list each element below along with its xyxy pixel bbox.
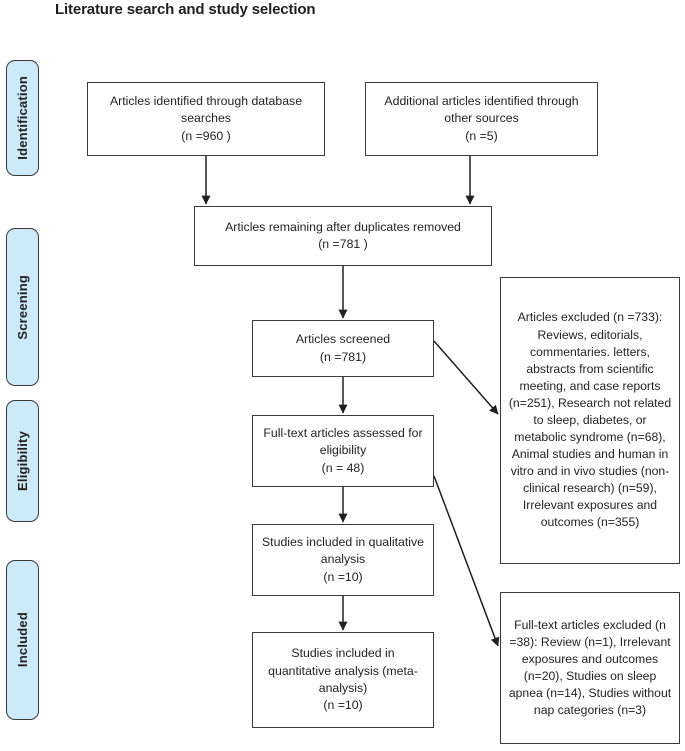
stage-tab-included: Included — [6, 560, 39, 720]
stage-tab-label: Included — [15, 612, 30, 668]
stage-tab-screening: Screening — [6, 228, 39, 386]
box-articles-excluded: Articles excluded (n =733): Reviews, edi… — [500, 277, 680, 564]
box-other-sources-text: Additional articles identified through o… — [384, 93, 579, 143]
stage-tab-label: Screening — [15, 274, 30, 340]
box-database-searches-text: Articles identified through database sea… — [109, 93, 303, 143]
box-fulltext-assessed: Full-text articles assessed for eligibil… — [252, 415, 434, 487]
page-title: Literature search and study selection — [55, 1, 316, 18]
box-duplicates-removed: Articles remaining after duplicates remo… — [194, 206, 492, 266]
stage-tab-label: Eligibility — [15, 431, 30, 491]
box-fulltext-excluded: Full-text articles excluded (n =38): Rev… — [500, 592, 680, 744]
stage-tab-identification: Identification — [6, 60, 39, 176]
box-qualitative-analysis-text: Studies included in qualitative analysis… — [261, 534, 424, 584]
box-articles-screened: Articles screened (n =781) — [252, 320, 434, 377]
box-qualitative-analysis: Studies included in qualitative analysis… — [252, 524, 434, 596]
box-other-sources: Additional articles identified through o… — [365, 82, 598, 156]
box-duplicates-removed-text: Articles remaining after duplicates remo… — [225, 219, 461, 251]
arrow-screened-to-excluded — [433, 340, 499, 415]
stage-tab-eligibility: Eligibility — [6, 400, 39, 522]
arrow-fulltext-to-excluded — [433, 475, 500, 647]
box-fulltext-assessed-text: Full-text articles assessed for eligibil… — [263, 425, 423, 475]
box-fulltext-excluded-text: Full-text articles excluded (n =38): Rev… — [508, 617, 672, 718]
box-quantitative-analysis-text: Studies included in quantitative analysi… — [268, 646, 418, 713]
box-database-searches: Articles identified through database sea… — [87, 82, 325, 156]
box-articles-excluded-text: Articles excluded (n =733): Reviews, edi… — [508, 310, 672, 530]
box-quantitative-analysis: Studies included in quantitative analysi… — [252, 632, 434, 728]
box-articles-screened-text: Articles screened (n =781) — [295, 332, 391, 364]
stage-tab-label: Identification — [15, 76, 30, 160]
